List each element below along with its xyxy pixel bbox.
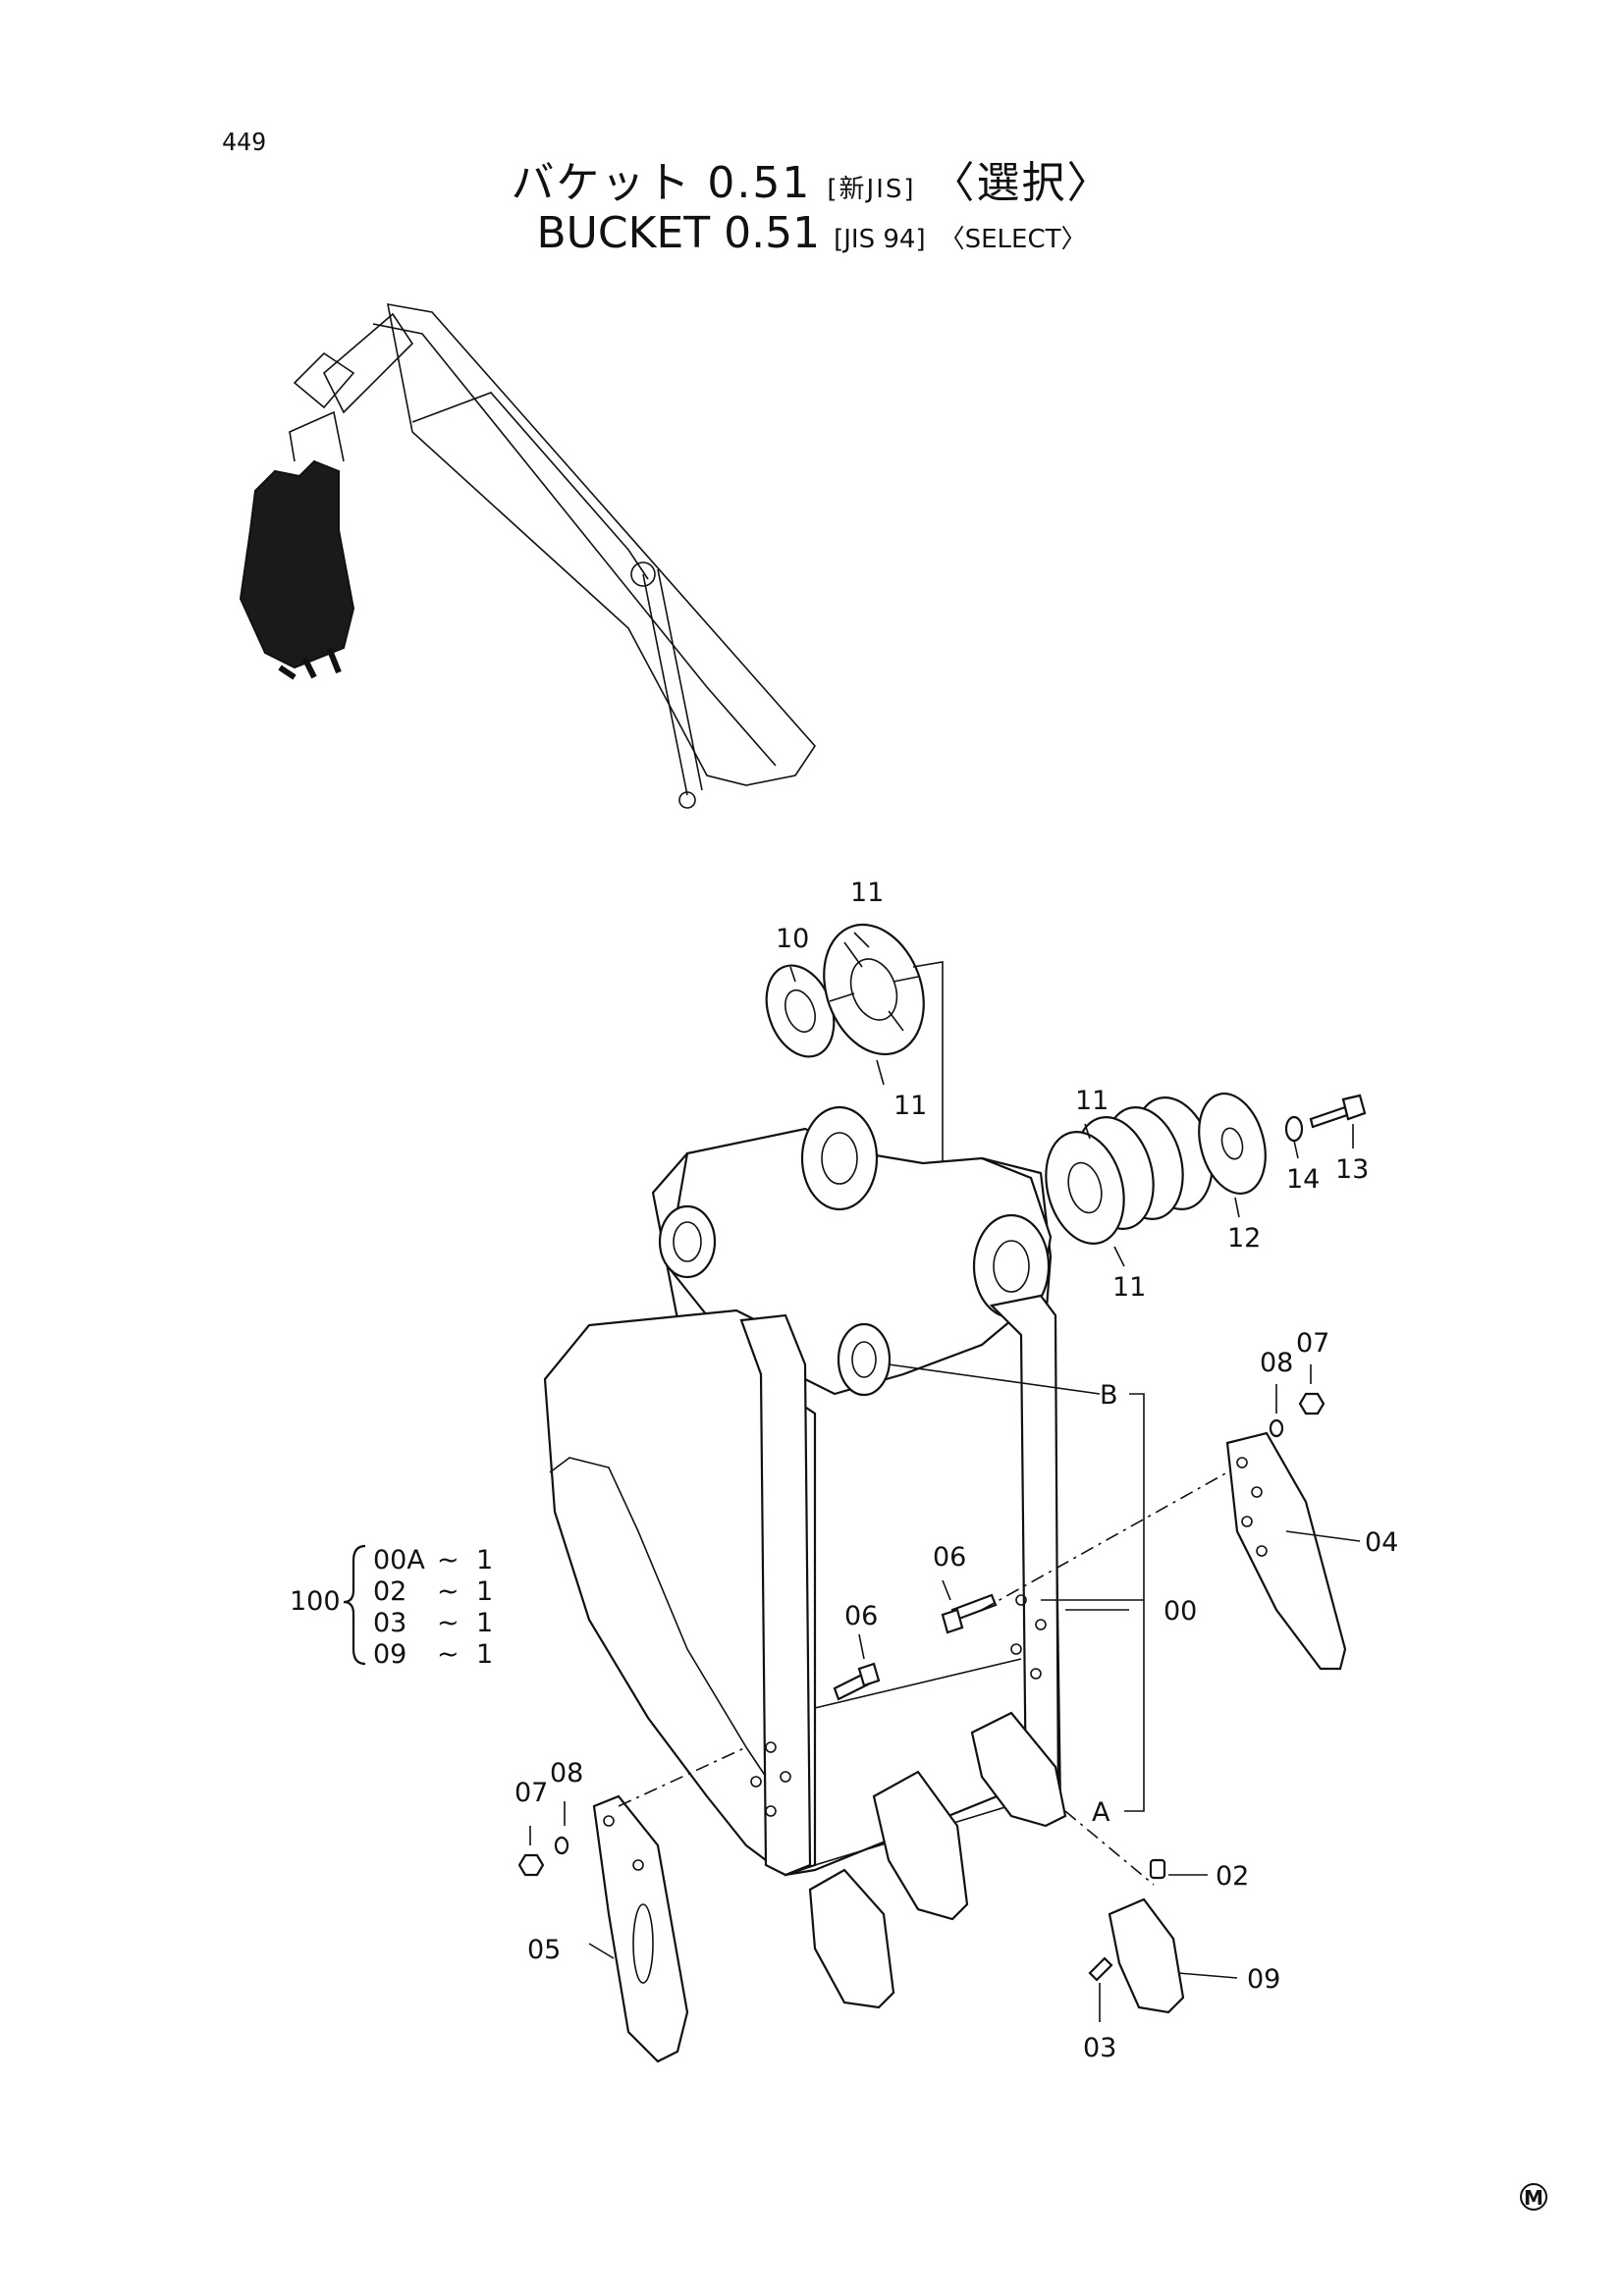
assembly-row-part: 09 [373, 1639, 406, 1670]
title-en-tag: [JIS 94] [834, 225, 926, 254]
title-english: BUCKET 0.51 [JIS 94] 〈SELECT〉 [0, 208, 1623, 258]
assembly-row-part: 00A [373, 1545, 425, 1575]
assembly-row-qty: 1 [476, 1639, 493, 1670]
bolt-part-06-lower [833, 1662, 881, 1701]
callout-06-upper: 06 [933, 1542, 966, 1573]
assembly-100-group: 100 00A ~ 1 02 ~ 1 03 ~ 1 09 ~ 1 [290, 1544, 493, 1670]
title-en-main: BUCKET 0.51 [536, 208, 821, 258]
callout-13: 13 [1335, 1154, 1369, 1185]
callout-11-lower: 11 [1112, 1272, 1146, 1303]
assembly-row-sep: ~ [437, 1639, 460, 1670]
title-ja-tag: [新JIS] [827, 175, 916, 204]
callout-07-left: 07 [514, 1778, 548, 1808]
pin-part-02 [1149, 1858, 1166, 1880]
ref-a: A [1092, 1797, 1110, 1828]
assembly-id: 100 [290, 1586, 341, 1617]
nut-part-07-right [1298, 1392, 1325, 1415]
callout-04: 04 [1365, 1527, 1398, 1558]
bucket-teeth [808, 1711, 1067, 2009]
callout-11-right: 11 [1075, 1086, 1109, 1116]
callout-05: 05 [527, 1935, 561, 1965]
assembly-row-sep: ~ [437, 1545, 460, 1575]
pin-part-03 [1088, 1956, 1113, 1982]
bolt-part-13 [1309, 1094, 1367, 1129]
callout-07-right: 07 [1296, 1328, 1329, 1359]
callout-09: 09 [1247, 1964, 1280, 1995]
spacer-part-10 [765, 964, 836, 1058]
callout-08-left: 08 [550, 1758, 583, 1789]
callout-08-right: 08 [1260, 1348, 1293, 1378]
assembly-row-qty: 1 [476, 1576, 493, 1607]
title-en-select: 〈SELECT〉 [939, 225, 1087, 254]
callout-06-lower: 06 [844, 1601, 878, 1631]
shim-stack-part-11 [1045, 1096, 1214, 1245]
title-ja-main: バケット 0.51 [511, 158, 812, 208]
assembly-row-part: 02 [373, 1576, 406, 1607]
assembly-row-sep: ~ [437, 1576, 460, 1607]
assembly-row-sep: ~ [437, 1608, 460, 1638]
washer-part-08-right [1269, 1418, 1284, 1438]
bolt-part-06-upper [941, 1593, 998, 1634]
callout-12: 12 [1227, 1223, 1261, 1254]
assembly-row-part: 03 [373, 1608, 406, 1638]
callout-03: 03 [1083, 2033, 1116, 2063]
excavator-arm-locator [239, 303, 817, 809]
side-cutter-part-05 [592, 1794, 689, 2063]
page-number: 449 [222, 128, 267, 156]
callout-10: 10 [776, 924, 809, 954]
title-japanese: バケット 0.51 [新JIS] 〈選択〉 [0, 147, 1623, 210]
washer-part-14 [1284, 1115, 1304, 1143]
callout-02: 02 [1216, 1861, 1249, 1892]
ref-b: B [1100, 1380, 1118, 1411]
callout-11-top: 11 [850, 878, 884, 908]
callout-11-mid: 11 [893, 1091, 927, 1121]
m-mark: M [1520, 2183, 1547, 2211]
assembly-row-qty: 1 [476, 1545, 493, 1575]
tooth-part-09 [1108, 1897, 1185, 2014]
plate-part-12 [1198, 1092, 1267, 1196]
nut-part-07-left [517, 1853, 545, 1877]
assembly-row-qty: 1 [476, 1608, 493, 1638]
washer-part-08-left [554, 1836, 569, 1855]
shim-part-11-top [823, 923, 925, 1056]
callout-14: 14 [1286, 1164, 1320, 1195]
m-mark-letter: M [1524, 2186, 1543, 2210]
bucket-body-part-00 [543, 1105, 1062, 1877]
side-cutter-part-04 [1225, 1431, 1347, 1671]
title-ja-select: 〈選択〉 [931, 158, 1112, 208]
callout-00: 00 [1163, 1596, 1197, 1627]
